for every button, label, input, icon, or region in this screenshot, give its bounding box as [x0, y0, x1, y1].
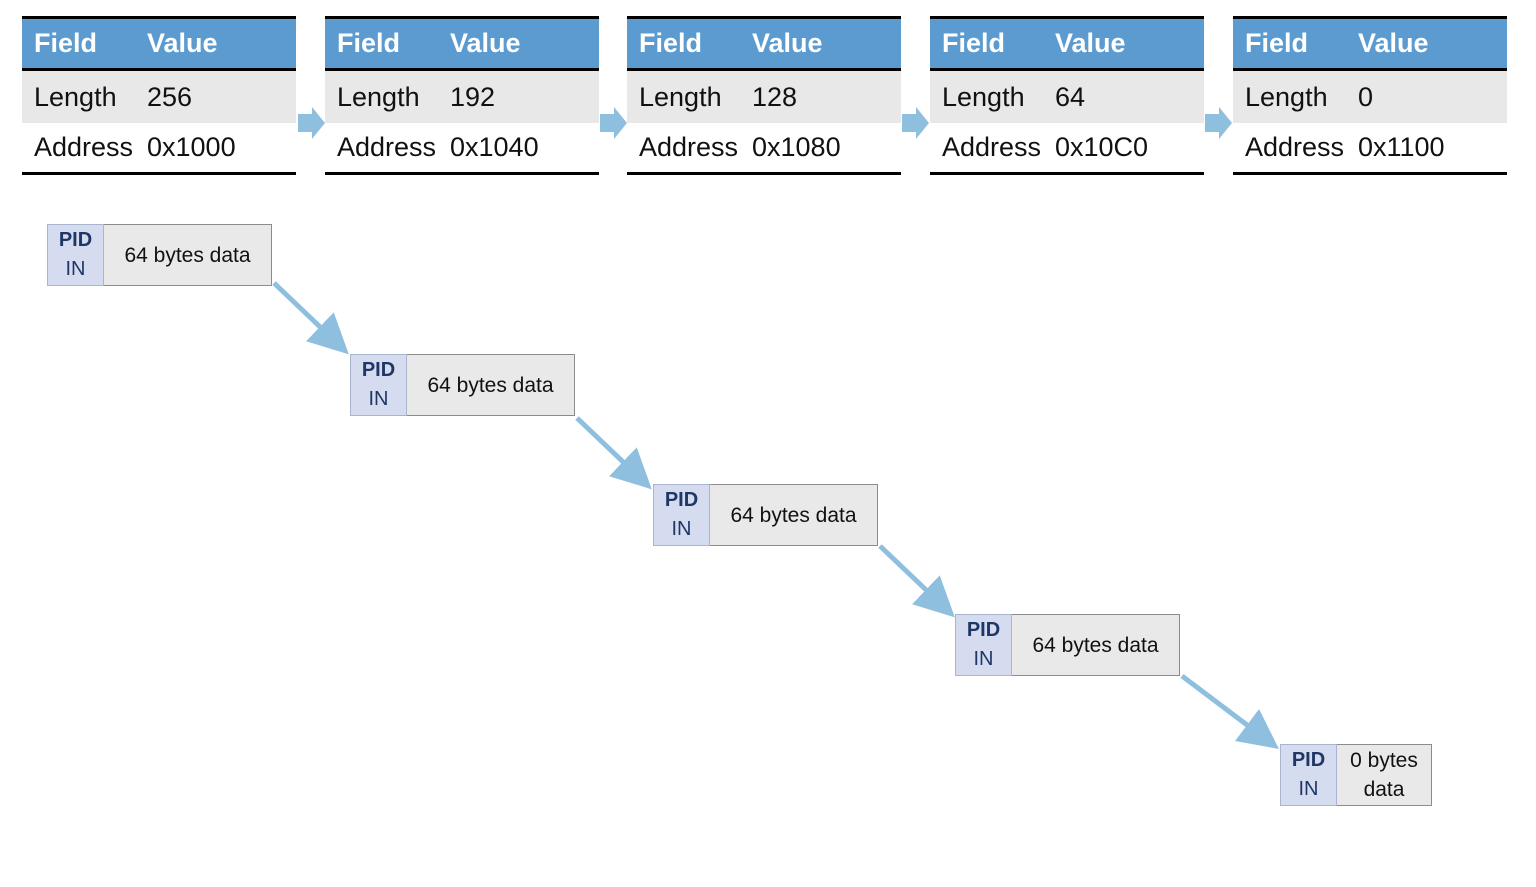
length-label: Length — [639, 81, 722, 112]
table-header: Field Value — [22, 16, 296, 71]
address-row: Address 0x1100 — [1233, 123, 1507, 175]
packet-4: PID IN 64 bytes data — [955, 614, 1180, 676]
length-label: Length — [1245, 81, 1328, 112]
pid-label: PID — [966, 619, 1001, 641]
pid-type: IN — [973, 648, 994, 670]
data-label-line2: data — [1363, 778, 1405, 801]
address-row: Address 0x1000 — [22, 123, 296, 175]
length-value: 64 — [1055, 81, 1086, 112]
header-field: Field — [337, 28, 401, 58]
header-value: Value — [1055, 28, 1126, 58]
table-header: Field Value — [930, 16, 1204, 71]
pid-label: PID — [1291, 749, 1326, 771]
table-header: Field Value — [325, 16, 599, 71]
header-value: Value — [1358, 28, 1429, 58]
length-value: 128 — [752, 81, 798, 112]
address-label: Address — [942, 132, 1042, 162]
address-label: Address — [639, 132, 739, 162]
address-label: Address — [34, 132, 134, 162]
pid-label: PID — [58, 229, 93, 251]
address-row: Address 0x1080 — [627, 123, 901, 175]
packet-2: PID IN 64 bytes data — [350, 354, 575, 416]
address-value: 0x1040 — [450, 132, 539, 162]
data-cell: 64 bytes data — [104, 224, 272, 286]
data-cell: 64 bytes data — [710, 484, 878, 546]
packet-3: PID IN 64 bytes data — [653, 484, 878, 546]
address-label: Address — [1245, 132, 1345, 162]
data-label: 64 bytes data — [730, 503, 857, 527]
packet-5: PID IN 0 bytes data — [1280, 744, 1432, 806]
header-field: Field — [639, 28, 703, 58]
header-field: Field — [1245, 28, 1309, 58]
address-row: Address 0x10C0 — [930, 123, 1204, 175]
packet-arrow — [575, 416, 652, 490]
length-row: Length 256 — [22, 71, 296, 123]
table-header: Field Value — [627, 16, 901, 71]
length-row: Length 0 — [1233, 71, 1507, 123]
length-row: Length 128 — [627, 71, 901, 123]
packet-arrow — [272, 281, 349, 355]
table-arrow — [298, 107, 325, 139]
pid-cell: PID IN — [47, 224, 104, 286]
table-arrow — [902, 107, 929, 139]
table-arrow — [1205, 107, 1232, 139]
length-row: Length 64 — [930, 71, 1204, 123]
data-cell: 64 bytes data — [407, 354, 575, 416]
data-label-line1: 0 bytes — [1350, 749, 1418, 772]
pid-cell: PID IN — [1280, 744, 1337, 806]
header-field: Field — [942, 28, 1006, 58]
pid-label: PID — [664, 489, 699, 511]
pid-cell: PID IN — [350, 354, 407, 416]
descriptor-table-1: Field Value Length 256 Address 0x1000 — [22, 16, 296, 175]
descriptor-table-4: Field Value Length 64 Address 0x10C0 — [930, 16, 1204, 175]
address-value: 0x1000 — [147, 132, 236, 162]
descriptor-table-3: Field Value Length 128 Address 0x1080 — [627, 16, 901, 175]
length-label: Length — [34, 81, 117, 112]
length-label: Length — [337, 81, 420, 112]
pid-cell: PID IN — [955, 614, 1012, 676]
address-row: Address 0x1040 — [325, 123, 599, 175]
packet-arrow — [878, 544, 955, 618]
pid-type: IN — [1298, 778, 1319, 800]
address-value: 0x1100 — [1358, 132, 1445, 162]
address-value: 0x10C0 — [1055, 132, 1149, 162]
length-value: 0 — [1358, 81, 1374, 112]
pid-type: IN — [65, 258, 86, 280]
data-label: 64 bytes data — [1032, 633, 1159, 657]
address-label: Address — [337, 132, 437, 162]
length-value: 256 — [147, 81, 193, 112]
pid-type: IN — [671, 518, 692, 540]
descriptor-table-5: Field Value Length 0 Address 0x1100 — [1233, 16, 1507, 175]
length-label: Length — [942, 81, 1025, 112]
header-value: Value — [147, 28, 218, 58]
descriptor-table-2: Field Value Length 192 Address 0x1040 — [325, 16, 599, 175]
data-label: 64 bytes data — [124, 243, 251, 267]
data-cell: 0 bytes data — [1337, 744, 1432, 806]
packet-1: PID IN 64 bytes data — [47, 224, 272, 286]
table-header: Field Value — [1233, 16, 1507, 71]
data-label: 64 bytes data — [427, 373, 554, 397]
header-value: Value — [752, 28, 823, 58]
pid-cell: PID IN — [653, 484, 710, 546]
packet-arrow — [1180, 674, 1279, 750]
header-field: Field — [34, 28, 98, 58]
data-cell: 64 bytes data — [1012, 614, 1180, 676]
length-row: Length 192 — [325, 71, 599, 123]
length-value: 192 — [450, 81, 496, 112]
pid-type: IN — [368, 388, 389, 410]
table-arrow — [600, 107, 627, 139]
address-value: 0x1080 — [752, 132, 841, 162]
pid-label: PID — [361, 359, 396, 381]
header-value: Value — [450, 28, 521, 58]
